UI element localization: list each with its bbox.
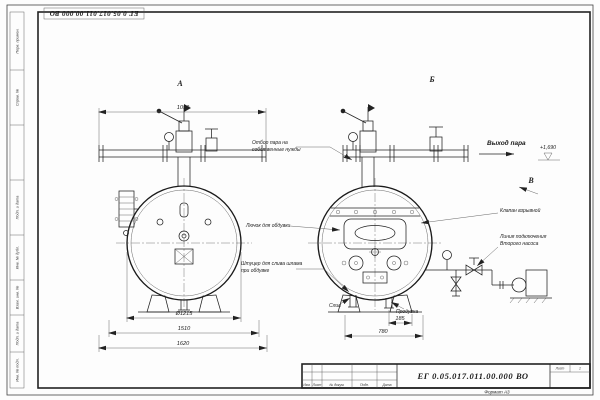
sludge-label-2: при обдувке bbox=[241, 268, 270, 274]
explosion-valve-label: Клапан взрывной bbox=[500, 207, 541, 214]
dim-text: 1050 bbox=[177, 105, 190, 111]
dim-text: 780 bbox=[378, 329, 388, 335]
top-code-text: ЕГ 0.05.017.011.00.000 ВО bbox=[49, 9, 139, 17]
stamp-col-list: Лист bbox=[312, 383, 322, 387]
pump-line-label-1: Линия подключения bbox=[499, 234, 547, 240]
safety-valve-a bbox=[156, 104, 218, 153]
stamp-code: ЕГ 0.05.017.011.00.000 ВО bbox=[416, 371, 528, 381]
dim-1510: 1510 bbox=[108, 320, 260, 337]
margin-label: Справ. № bbox=[16, 89, 20, 106]
stamp-sheet-value: 1 bbox=[579, 367, 581, 371]
hatch-label: Лючок для обдувки bbox=[245, 223, 291, 229]
pump-assembly bbox=[425, 250, 552, 304]
pump-line-label-2: Второго насоса bbox=[500, 241, 539, 247]
margin-label: Подп. и дата bbox=[16, 322, 20, 346]
margin-label: Подп. и дата bbox=[16, 196, 20, 220]
dim-1620: 1620 bbox=[98, 335, 268, 352]
view-a: А bbox=[98, 79, 268, 352]
view-b-label: Б bbox=[428, 75, 434, 84]
dim-185: 185 bbox=[388, 310, 413, 326]
steam-own-label-2: собственные нужды bbox=[252, 147, 301, 153]
annotations: Выход пара +1,690 В Отбор пара на собств… bbox=[241, 139, 560, 315]
stamp-sheet-label: Лист bbox=[555, 367, 565, 371]
dim-1050: 1050 bbox=[98, 105, 267, 146]
margin-label: Инв. № дубл. bbox=[16, 246, 20, 269]
stamp-col-date: Дата bbox=[382, 383, 392, 387]
margin-label: Инв. № подл. bbox=[16, 358, 20, 382]
view-b: Б bbox=[308, 75, 469, 340]
stamp-col-sign: Подп. bbox=[360, 383, 369, 387]
side-nozzle-a bbox=[114, 190, 139, 236]
view-a-label: А bbox=[176, 79, 183, 88]
pipe-valve-b bbox=[429, 126, 443, 152]
top-left-code-block: ЕГ 0.05.017.011.00.000 ВО bbox=[43, 7, 145, 20]
steam-own-label-1: Отбор пара на bbox=[252, 140, 288, 146]
stamp-col-izm: Изм. bbox=[303, 383, 310, 387]
dim-dia: Ø1215 bbox=[126, 252, 242, 322]
dim-text: 1510 bbox=[178, 326, 191, 332]
dim-text: Ø1215 bbox=[175, 311, 194, 317]
blowdown-label: Продувка bbox=[396, 309, 418, 315]
drain-label: Слив bbox=[329, 303, 341, 309]
margin-label: Взам. инв. № bbox=[16, 286, 20, 309]
stamp-col-doc: № докум. bbox=[330, 383, 345, 387]
margin-label: Перв. примен. bbox=[16, 28, 20, 53]
sheet-frame bbox=[6, 4, 594, 396]
safety-valve-b bbox=[340, 104, 377, 153]
title-block: Изм. Лист № докум. Подп. Дата ЕГ 0.05.01… bbox=[301, 363, 591, 395]
dim-text: 1620 bbox=[177, 341, 190, 347]
sludge-label-1: Штуцер для слива шлама bbox=[241, 261, 303, 267]
steam-out-label: Выход пара bbox=[487, 139, 526, 147]
format-label: Формат А3 bbox=[484, 390, 510, 395]
dim-780: 780 bbox=[344, 315, 424, 340]
left-margin-table: Перв. примен. Справ. № Подп. и дата Инв.… bbox=[9, 11, 25, 389]
level-mark-label: +1,690 bbox=[540, 145, 556, 151]
view-v-label: В bbox=[527, 176, 534, 185]
dim-text: 185 bbox=[395, 316, 405, 322]
